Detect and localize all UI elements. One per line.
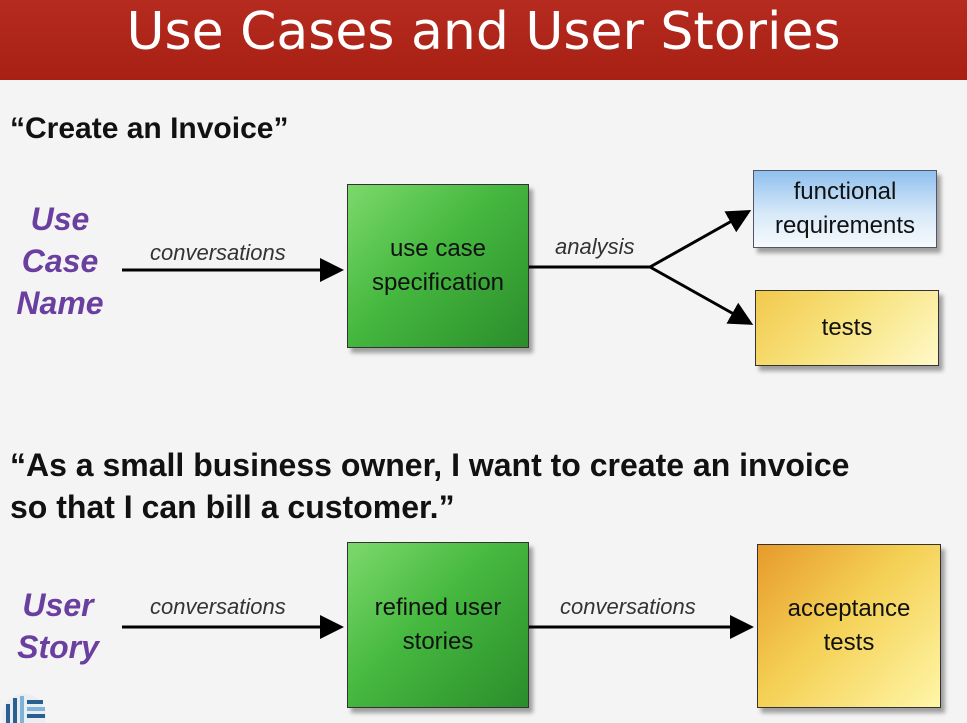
box-line: specification (371, 269, 505, 296)
use-case-quote: “Create an Invoice” (10, 112, 289, 145)
box-line: refined user (374, 594, 502, 621)
edge-label-conversations: conversations (560, 594, 696, 619)
use-case-name-line: Use (30, 201, 90, 237)
arrow-to-functional-requirements (649, 210, 752, 269)
user-story-line: User (22, 587, 94, 623)
edge-label-conversations: conversations (150, 594, 286, 619)
use-case-name-label: Use Case Name (10, 198, 110, 324)
box-line: tests (821, 314, 873, 341)
box-line: stories (402, 628, 474, 655)
use-case-name-line: Name (16, 285, 104, 321)
box-line: acceptance (787, 595, 911, 622)
box-line: use case (389, 235, 487, 262)
quote-line: so that I can bill a customer.” (10, 489, 455, 525)
box-line: requirements (774, 212, 916, 239)
quote-line: “As a small business owner, I want to cr… (10, 447, 850, 483)
refined-user-stories-box: refined user stories (347, 542, 529, 708)
box-line: tests (823, 629, 875, 656)
slide-title: Use Cases and User Stories (126, 2, 841, 62)
tests-box: tests (755, 290, 939, 366)
use-case-name-line: Case (21, 243, 99, 279)
user-story-line: Story (17, 629, 99, 665)
use-case-specification-box: use case specification (347, 184, 529, 348)
title-bar: Use Cases and User Stories (0, 0, 967, 80)
functional-requirements-box: functional requirements (753, 170, 937, 248)
arrow-to-tests (649, 265, 754, 325)
edge-label-conversations: conversations (150, 240, 286, 265)
user-story-label: User Story (8, 584, 108, 668)
logo-icon (2, 694, 46, 723)
user-story-quote: “As a small business owner, I want to cr… (10, 444, 960, 528)
edge-label-analysis: analysis (555, 234, 635, 259)
box-line: functional (793, 178, 897, 205)
acceptance-tests-box: acceptance tests (757, 544, 941, 708)
